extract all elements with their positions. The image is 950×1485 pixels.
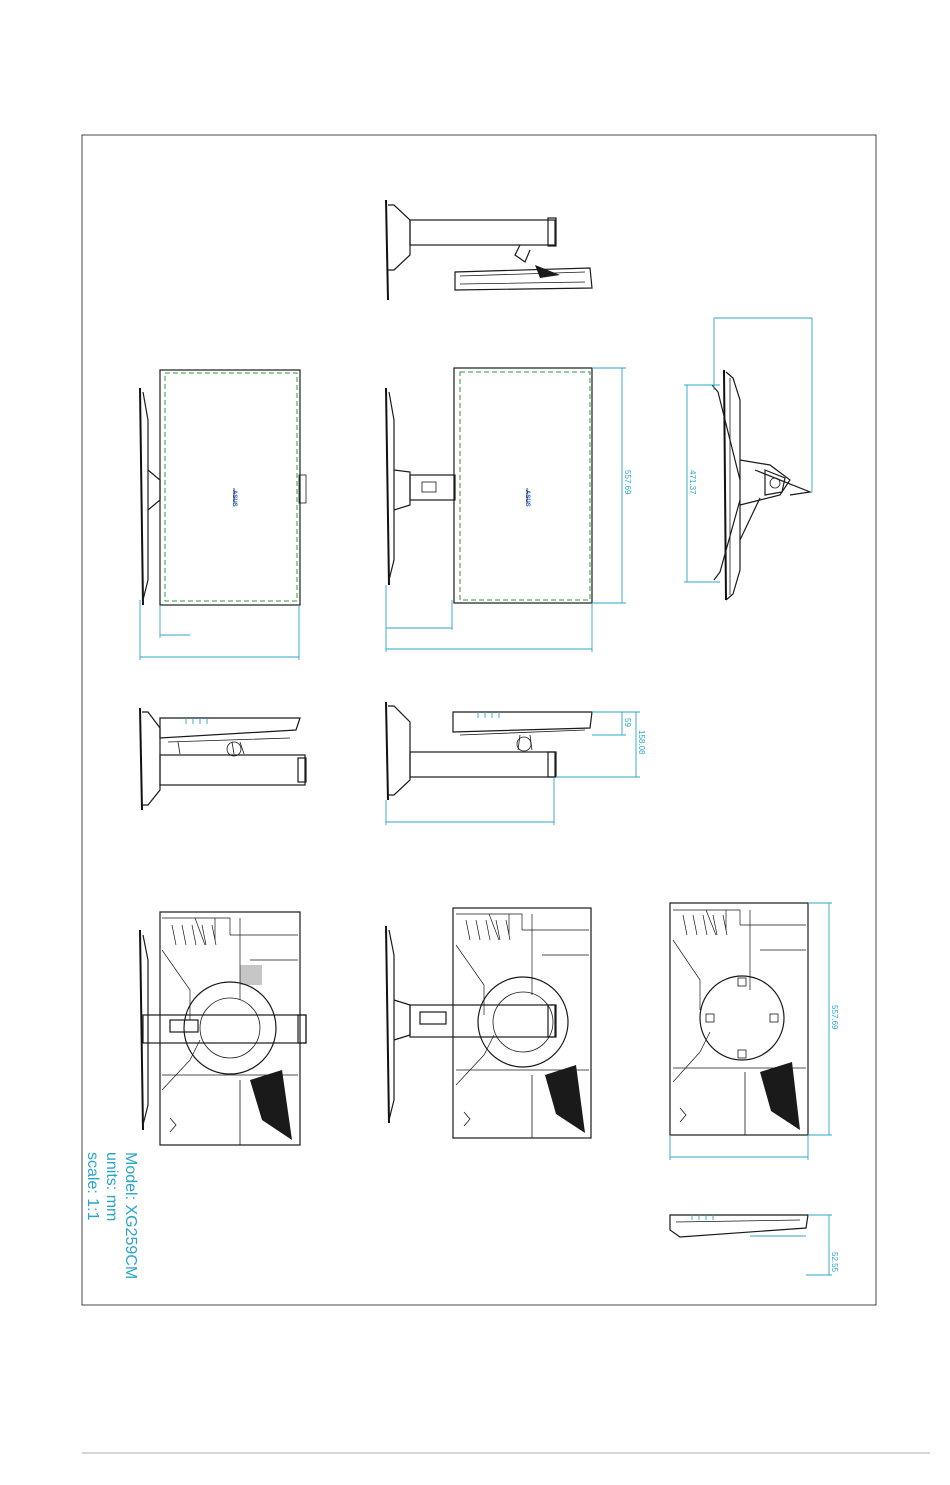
dim-height-side: 471.37 xyxy=(688,470,697,495)
caption-units: units: mm xyxy=(103,1152,120,1221)
drawing-frame xyxy=(82,135,876,1305)
plan-view-center: 59 158.08 xyxy=(386,702,646,825)
plan-view-left xyxy=(140,708,306,810)
side-view-right: 471.37 xyxy=(684,318,812,600)
drawing-caption: Model: XG259CM units: mm scale: 1:1 xyxy=(84,1152,139,1279)
dim-depth-bottom: 52.55 xyxy=(830,1252,839,1273)
caption-scale: scale: 1:1 xyxy=(84,1152,101,1221)
dim-depth-small: 59 xyxy=(623,718,632,727)
back-view-right: 557.69 xyxy=(670,903,839,1160)
bottom-view-right: 52.55 xyxy=(670,1215,839,1275)
dim-height-front: 557.69 xyxy=(623,470,632,495)
back-view-left xyxy=(140,912,306,1145)
front-view-center: ASUS 557.69 xyxy=(386,368,632,652)
caption-model: Model: XG259CM xyxy=(122,1152,139,1279)
top-view xyxy=(386,200,592,300)
dim-height-back: 557.69 xyxy=(830,1005,839,1030)
dim-depth-full: 158.08 xyxy=(637,730,646,755)
back-view-center xyxy=(386,908,591,1138)
front-view-left: ASUS xyxy=(140,370,306,660)
